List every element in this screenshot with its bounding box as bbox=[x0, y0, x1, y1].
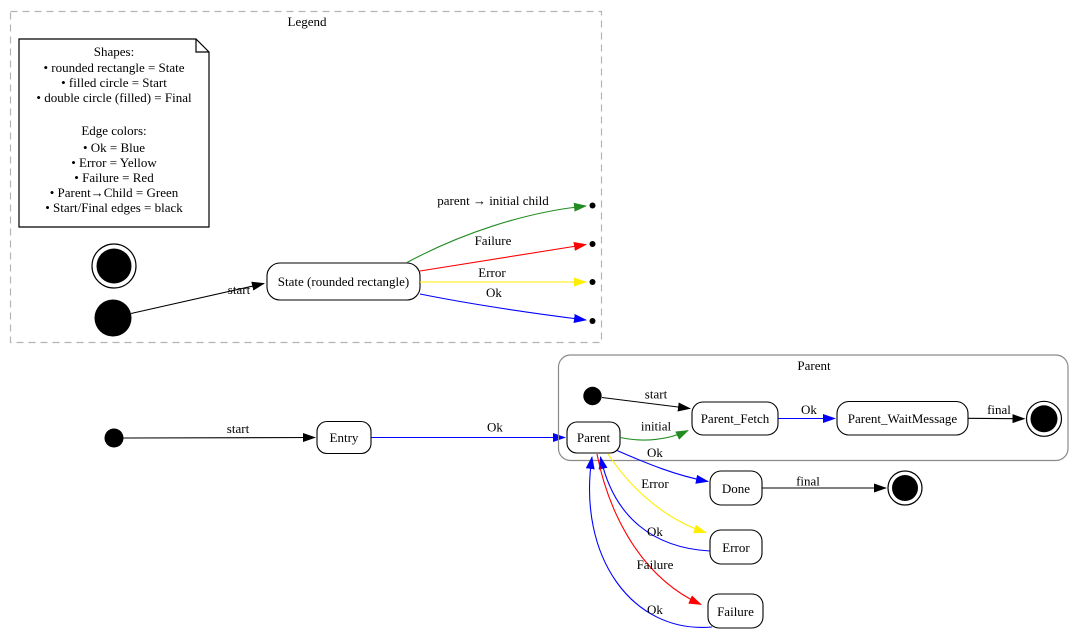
edge-clusterstart-fetch bbox=[601, 396, 691, 412]
edge-error-parent-ok-label: Ok bbox=[647, 524, 663, 539]
note-line: Edge colors: bbox=[81, 123, 146, 138]
node-done-label: Done bbox=[722, 481, 750, 496]
note-line: Shapes: bbox=[94, 44, 134, 59]
edge-parent-done-ok-label: Ok bbox=[647, 445, 663, 460]
final-state-outer-ring bbox=[91, 243, 137, 289]
legend-start-edge-label: start bbox=[228, 282, 251, 297]
cluster-parent bbox=[557, 354, 1069, 462]
note-line: • Start/Final edges = black bbox=[45, 200, 183, 215]
legend-edge-label-ok: Ok bbox=[486, 285, 502, 300]
edge-clusterstart-fetch-label: start bbox=[645, 387, 668, 402]
final-state-done bbox=[887, 470, 923, 506]
edge-error-parent-ok bbox=[598, 456, 711, 552]
legend-edge-label-parent-initial-child: parent → initial child bbox=[437, 193, 549, 208]
legend-edge-label-failure: Failure bbox=[475, 233, 512, 248]
note-shape bbox=[18, 38, 210, 228]
note-line: • double circle (filled) = Final bbox=[36, 90, 192, 105]
node-parent-wait-message bbox=[836, 400, 969, 436]
legend-point bbox=[589, 318, 596, 324]
note-line: • Failure = Red bbox=[74, 170, 154, 185]
final-state-outer-ring bbox=[1025, 400, 1063, 437]
final-state-outer-ring bbox=[887, 470, 923, 506]
note-line: • rounded rectangle = State bbox=[43, 60, 184, 75]
edge-start-entry-label: start bbox=[227, 421, 250, 436]
legend-cluster: Legend Shapes: • rounded rectangle = Sta… bbox=[9, 10, 603, 344]
node-parent-fetch-label: Parent_Fetch bbox=[701, 411, 770, 426]
edge-parent-error bbox=[607, 453, 707, 534]
final-state-inner-circle bbox=[1030, 405, 1058, 433]
legend-final-state bbox=[91, 243, 137, 289]
legend-point bbox=[589, 202, 596, 209]
node-parent-label: Parent bbox=[577, 430, 611, 445]
edge-done-final-label: final bbox=[796, 474, 820, 489]
note-fold-icon bbox=[195, 39, 209, 53]
edge-failure-parent-ok bbox=[585, 456, 713, 628]
note-line: • Parent→Child = Green bbox=[50, 185, 179, 200]
edge-parent-failure-label: Failure bbox=[637, 557, 674, 572]
cluster-parent-label: Parent bbox=[797, 358, 831, 373]
note-line: • filled circle = Start bbox=[61, 75, 167, 90]
edge-wait-final-label: final bbox=[987, 402, 1011, 417]
legend-frame bbox=[9, 10, 603, 344]
legend-state-node-label: State (rounded rectangle) bbox=[278, 274, 409, 289]
edge-parent-fetch-initial bbox=[619, 430, 689, 441]
edge-fetch-wait-ok-label: Ok bbox=[801, 402, 817, 417]
note-line: • Ok = Blue bbox=[83, 140, 145, 155]
edge-parent-done-ok bbox=[616, 449, 709, 484]
node-parent-wait-message-label: Parent_WaitMessage bbox=[848, 411, 958, 426]
legend-note: Shapes: • rounded rectangle = State • fi… bbox=[18, 38, 210, 228]
note-line: • Error = Yellow bbox=[71, 155, 157, 170]
edge-entry-parent-ok-label: Ok bbox=[487, 420, 503, 435]
final-state-parent-cluster bbox=[1025, 400, 1063, 437]
legend-title: Legend bbox=[288, 14, 327, 29]
legend-edge-label-error: Error bbox=[478, 265, 506, 280]
node-error bbox=[709, 529, 763, 565]
legend-point bbox=[589, 241, 596, 247]
start-circle-parent-cluster bbox=[583, 386, 602, 406]
final-state-inner-circle bbox=[96, 248, 132, 284]
node-failure-label: Failure bbox=[717, 604, 754, 619]
edge-failure-parent-ok-label: Ok bbox=[647, 602, 663, 617]
main-diagram: start Entry Ok Parent start Parent initi… bbox=[104, 354, 1069, 629]
legend-edge-failure bbox=[419, 241, 587, 272]
legend-point bbox=[589, 279, 596, 285]
edge-parent-fetch-initial-label: initial bbox=[641, 419, 672, 434]
legend-edge-ok bbox=[419, 293, 587, 323]
legend-start-edge bbox=[130, 281, 265, 315]
legend-start-circle bbox=[94, 299, 132, 337]
legend-edge-parent-initial-child bbox=[406, 202, 587, 263]
final-state-inner-circle bbox=[892, 475, 918, 501]
edge-parent-error-label: Error bbox=[641, 476, 669, 491]
start-circle-main bbox=[104, 428, 124, 448]
node-failure bbox=[707, 593, 764, 629]
node-entry-label: Entry bbox=[330, 430, 359, 445]
edge-start-entry bbox=[123, 433, 316, 443]
edge-parent-failure bbox=[596, 453, 702, 606]
node-error-label: Error bbox=[722, 540, 750, 555]
